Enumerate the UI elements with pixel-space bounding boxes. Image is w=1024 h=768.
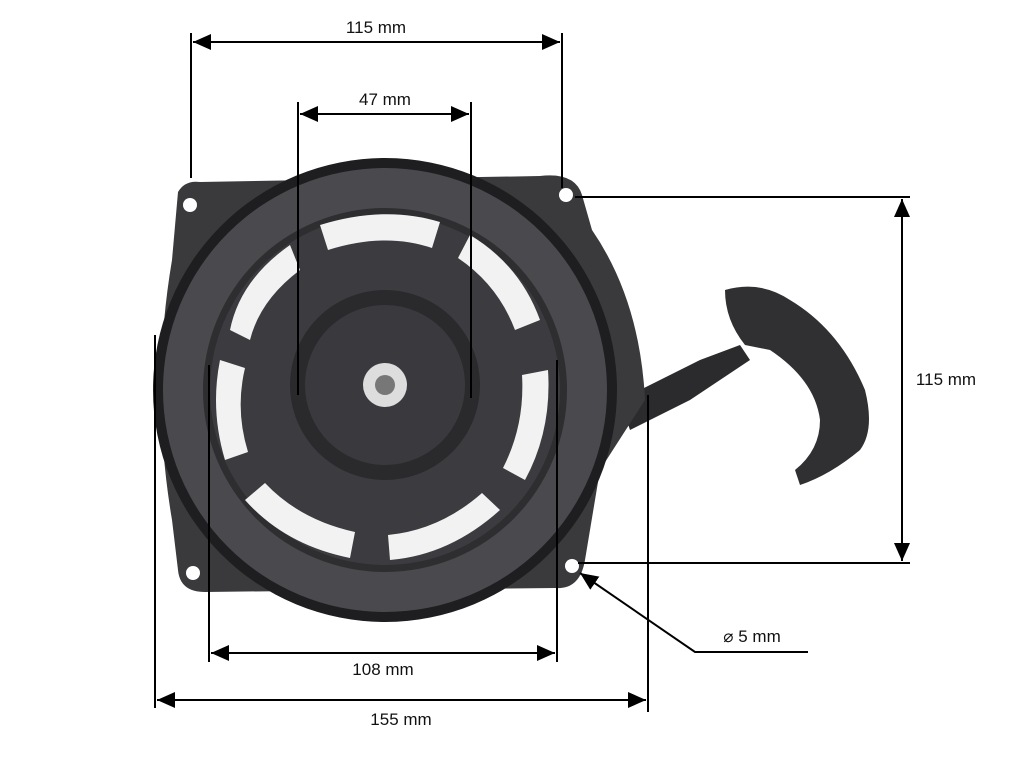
mounting-hole	[186, 566, 200, 580]
starter-housing	[153, 158, 645, 622]
mounting-hole	[183, 198, 197, 212]
grill-slots	[216, 214, 549, 560]
dimension-hole-diameter: ⌀ 5 mm	[723, 627, 781, 646]
dimension-inner-width: 47 mm	[359, 90, 411, 109]
dimension-hole-spacing: 108 mm	[352, 660, 414, 679]
pull-handle	[620, 286, 869, 485]
dimension-top-width: 115 mm	[345, 18, 407, 37]
mounting-hole	[565, 559, 579, 573]
dimension-overall-width: 155 mm	[370, 710, 432, 729]
dimension-lines	[154, 33, 910, 712]
mounting-hole	[559, 188, 573, 202]
dimension-height: 115 mm	[915, 370, 977, 389]
